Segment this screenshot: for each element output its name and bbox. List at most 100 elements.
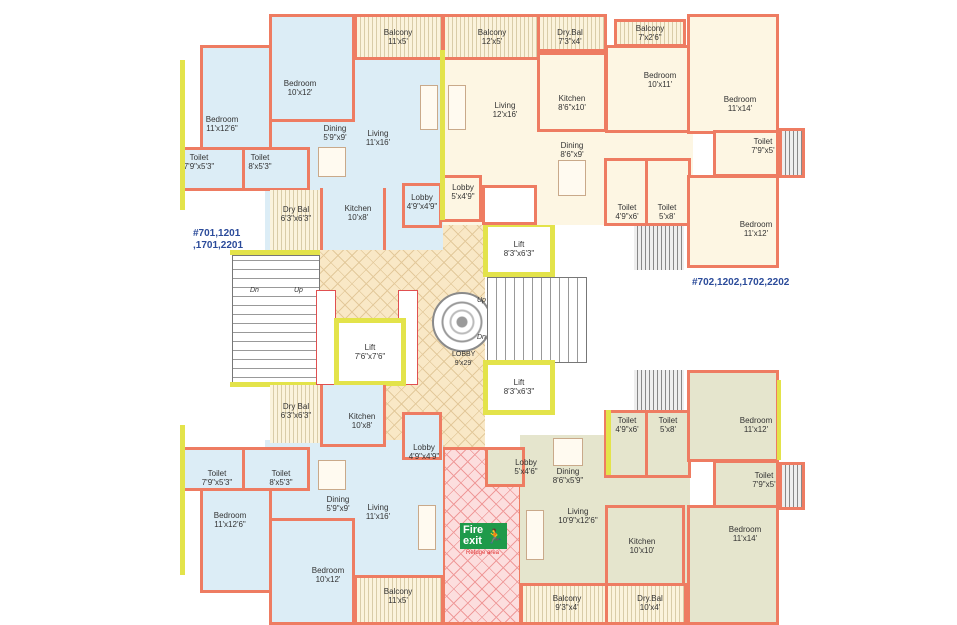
- window: [230, 250, 320, 255]
- fire-exit-line2: exit: [463, 535, 482, 547]
- room-bedroom: [687, 14, 779, 134]
- unit-number-line1: #701,1201: [193, 228, 241, 239]
- window: [180, 425, 185, 575]
- room-toilet: [713, 460, 779, 508]
- room-bedroom: [687, 505, 779, 625]
- fire-exit-line1: Fire: [463, 524, 484, 536]
- room-toilet: [713, 130, 779, 177]
- room-bedroom: [200, 45, 272, 151]
- window: [606, 410, 611, 475]
- stair-up-label: Up: [294, 287, 303, 294]
- stair-down-label: Dn: [250, 287, 259, 294]
- lobby-medallion-icon: [432, 292, 492, 352]
- room-dry-balcony: [270, 385, 322, 443]
- dining-table: [553, 438, 583, 466]
- duct: [316, 290, 336, 385]
- room-bedroom: [200, 488, 272, 593]
- sofa: [448, 85, 466, 130]
- room-balcony: [442, 14, 540, 60]
- duct: [482, 185, 537, 225]
- room-lobby: [402, 183, 442, 228]
- window: [777, 380, 781, 460]
- room-bedroom: [687, 175, 779, 268]
- shaft: [634, 370, 684, 412]
- room-toilet: [604, 410, 648, 478]
- room-dry-balcony: [270, 190, 322, 250]
- running-man-icon: 🏃: [486, 527, 504, 544]
- room-dry-balcony: [537, 14, 607, 52]
- room-bedroom: [605, 45, 692, 133]
- room-bedroom: [269, 14, 355, 122]
- room-toilet: [242, 147, 310, 191]
- lift-center: [334, 318, 406, 386]
- shaft: [634, 226, 684, 270]
- room-kitchen: [320, 385, 386, 447]
- room-balcony: [354, 575, 444, 625]
- lift-bottom: [483, 360, 555, 415]
- dining-table: [318, 460, 346, 490]
- window: [180, 60, 185, 210]
- unit-number-label: #701,1201,1701,2201: [193, 228, 243, 252]
- sofa: [526, 510, 544, 560]
- window: [440, 50, 445, 220]
- dining-table: [318, 147, 346, 177]
- room-dry-balcony: [605, 583, 687, 625]
- room-toilet: [242, 447, 310, 491]
- refuge-area-label: Refuge area: [466, 550, 500, 556]
- stair-down-label: Dn: [477, 334, 486, 341]
- dining-table: [558, 160, 586, 196]
- window: [230, 382, 320, 387]
- left-staircase: [232, 255, 320, 387]
- duct: [779, 462, 805, 510]
- room-lobby: [402, 412, 442, 460]
- stair-up-label: Up: [477, 297, 486, 304]
- unit-number-line2: ,1701,2201: [193, 240, 244, 251]
- room-kitchen: [320, 188, 386, 250]
- sofa: [418, 505, 436, 550]
- sofa: [420, 85, 438, 130]
